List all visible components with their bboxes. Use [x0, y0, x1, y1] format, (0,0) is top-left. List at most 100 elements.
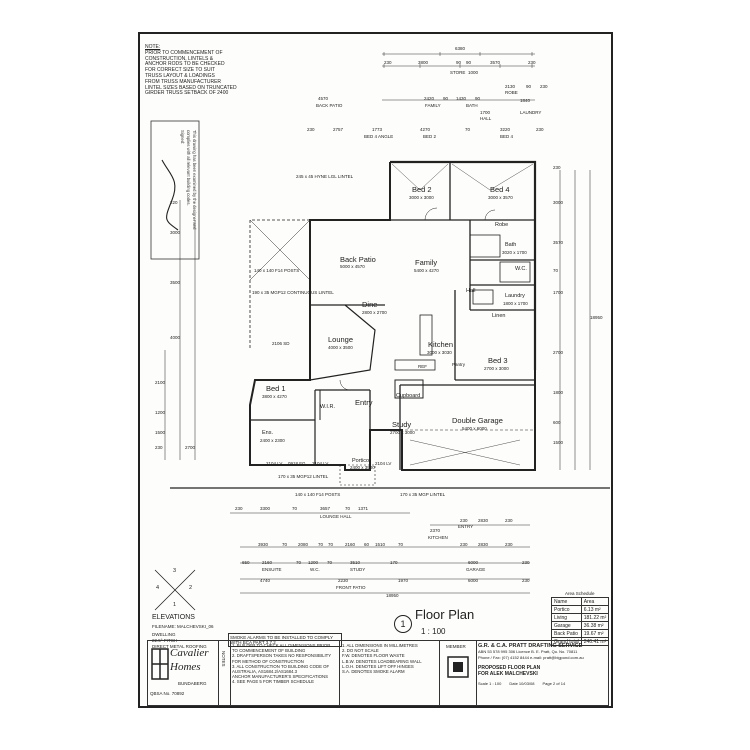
table-cell: 36.38 m²: [580, 621, 610, 630]
dim-text: 70: [292, 506, 298, 511]
dim-text: STORE: [450, 70, 466, 75]
room-label: Bed 4: [490, 185, 510, 194]
room-label: Dine: [362, 300, 378, 309]
dim-text: 3930: [258, 542, 269, 547]
dim-text: 230: [522, 560, 530, 565]
note-line: FROM TRUSS MANUFACTURER: [145, 78, 222, 85]
dim-text: 70: [296, 560, 302, 565]
dim-text: 230: [384, 60, 392, 65]
dim-text: 4570: [318, 96, 329, 101]
table-cell: Grand total: [551, 637, 582, 646]
dwelling-label: DWELLING: [152, 632, 176, 637]
door-size: 2106 SD: [272, 341, 290, 346]
room-label: Double Garage: [452, 416, 503, 425]
lintel-callout: 245 x 45 HYNE LGL LINTEL: [296, 174, 354, 179]
dim-text: 90: [443, 96, 449, 101]
table-cell: Garage: [551, 621, 582, 630]
window-size: 2104 LV: [312, 461, 329, 466]
dim-text: 1430: [456, 96, 467, 101]
note-line: PRIOR TO COMMENCEMENT OF: [145, 49, 223, 56]
room-label: Portico: [352, 458, 370, 464]
note-item: ANCHOR MANUFACTURER'S SPECIFICATIONS: [232, 674, 328, 680]
top-dimension-lines: [382, 52, 535, 101]
side-dim: 220: [170, 200, 178, 205]
window-size: 2104 LV: [375, 461, 392, 466]
brand-cell: Cavalier Homes BUNDABERG QBSA No. 70892: [148, 641, 219, 705]
dim-text: 230: [536, 127, 544, 132]
date-value: Date 10/03/08: [509, 681, 535, 686]
dim-label: FRONT PATIO: [336, 585, 366, 590]
dim-text: 2130: [505, 84, 516, 89]
dim-text: 230: [307, 127, 315, 132]
brand-city: BUNDABERG: [178, 681, 207, 686]
continuous-lintel-callout: 190 x 35 MGP12 CONTINUOUS LINTEL: [252, 290, 334, 295]
dim-text: 70: [327, 560, 333, 565]
company-contact: Phone / Fax: (07) 4152 8444 e-mail: prat…: [478, 655, 584, 660]
side-dim: 2100: [155, 380, 166, 385]
notes-cell: 1. BUILDER TO CHECK ALL DIMENSIONS PRIOR…: [230, 641, 340, 705]
dim-text: 230: [235, 506, 243, 511]
side-dim: 1800: [553, 390, 564, 395]
window-size: 0918 FG: [288, 461, 306, 466]
member-label: MEMBER: [446, 644, 466, 649]
dim-label: BED 2: [423, 134, 437, 139]
room-dims: 5400 x 4270: [414, 268, 439, 273]
side-dim: 1700: [553, 290, 564, 295]
dim-label: GARAGE: [466, 567, 486, 572]
dim-text: 90: [456, 60, 462, 65]
dim-text: 70: [282, 542, 288, 547]
dim-label: BED 4 ANGLE: [364, 134, 394, 139]
table-cell: 181.22 m²: [580, 613, 610, 622]
dim-text: 2080: [298, 542, 309, 547]
notes-tab-label: NOTES: [221, 651, 226, 667]
room-label: Bath: [505, 242, 517, 248]
bdaq-logo: [447, 656, 469, 678]
construction-note: NOTE: PRIOR TO COMMENCEMENT OF CONSTRUCT…: [145, 44, 240, 105]
notes-tab: NOTES: [218, 641, 231, 705]
side-dim: 230: [155, 445, 163, 450]
room-dims: 2700 x 3000: [390, 430, 415, 435]
room-label: Ens.: [262, 430, 274, 436]
room-dims: 5400 x 6000: [462, 426, 487, 431]
dim-label: KITCHEN: [428, 535, 448, 540]
dim-text: 1773: [372, 127, 383, 132]
compass-label: 4: [156, 585, 160, 591]
dim-label: BACK PATIO: [316, 103, 343, 108]
side-dim: 1200: [155, 410, 166, 415]
dim-text: 2830: [478, 542, 489, 547]
overall-width-top: 6380: [455, 46, 466, 51]
overall-depth: 18950: [590, 315, 603, 320]
dim-text: 70: [328, 542, 334, 547]
dim-text: 3510: [350, 560, 361, 565]
room-dims: 2700 x 3000: [484, 366, 509, 371]
note-item: S.A. DENOTES SMOKE ALARM: [342, 669, 405, 675]
side-dim: 1500: [155, 430, 166, 435]
table-cell: 6.13 m²: [580, 605, 610, 614]
dim-label: HALL: [480, 116, 492, 121]
dim-text: 2370: [430, 528, 441, 533]
dim-text: 3570: [490, 60, 501, 65]
dim-text: 230: [528, 60, 536, 65]
dim-text: 90: [475, 96, 481, 101]
side-dim: 70: [553, 268, 559, 273]
side-dim: 4000: [170, 335, 181, 340]
dim-text: 2160: [345, 542, 356, 547]
dim-text: 230: [540, 84, 548, 89]
compass-label: 3: [173, 568, 177, 574]
room-label: Laundry: [505, 293, 525, 299]
room-dims: 3000 x 3570: [488, 195, 513, 200]
room-dims: 3000 x 3000: [409, 195, 434, 200]
dim-text: 3300: [260, 506, 271, 511]
dim-text: 230: [505, 542, 513, 547]
dim-text: 4740: [260, 578, 271, 583]
dim-label: STUDY: [350, 567, 366, 572]
side-dim: 1500: [553, 440, 564, 445]
dim-text: 1371: [358, 506, 369, 511]
table-cell: Back Patio: [551, 629, 582, 638]
dim-text: 60: [364, 542, 370, 547]
note-item: F.W. DENOTES FLOOR WASTE: [342, 653, 405, 659]
room-label: Back Patio: [340, 255, 376, 264]
side-dim: 230: [553, 165, 561, 170]
window-size: 2104 LV: [266, 461, 283, 466]
